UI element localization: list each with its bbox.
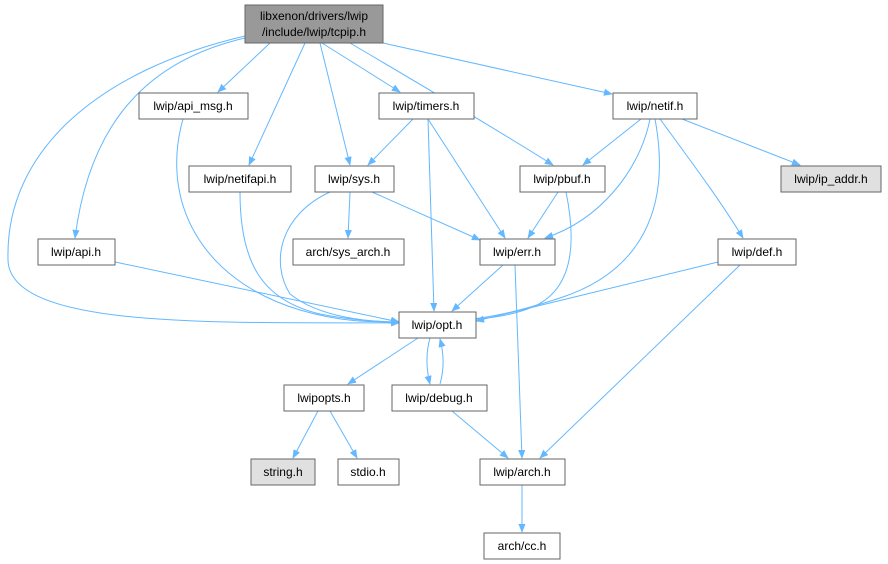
- node-opt-h[interactable]: lwip/opt.h: [398, 311, 477, 339]
- node-label: lwip/sys.h: [328, 172, 380, 186]
- edge-debug-arch: [451, 410, 509, 459]
- node-pbuf-h[interactable]: lwip/pbuf.h: [519, 165, 606, 193]
- edge-pbuf-err: [527, 191, 559, 239]
- node-api-h[interactable]: lwip/api.h: [37, 238, 116, 266]
- node-sys-arch-h[interactable]: arch/sys_arch.h: [292, 238, 405, 266]
- edge-tcpip-netif: [382, 42, 613, 96]
- node-label: arch/cc.h: [498, 539, 547, 553]
- edge-tcpip-api: [72, 37, 246, 239]
- edge-netif-err: [544, 118, 651, 239]
- edge-netif-def: [659, 118, 744, 239]
- node-lwipopts-h[interactable]: lwipopts.h: [283, 384, 365, 412]
- node-label: lwip/api.h: [51, 245, 101, 259]
- node-label-line-2: /include/lwip/tcpip.h: [262, 25, 366, 39]
- node-sys-h[interactable]: lwip/sys.h: [314, 165, 395, 193]
- node-err-h[interactable]: lwip/err.h: [479, 238, 556, 266]
- node-label: lwip/opt.h: [412, 318, 463, 332]
- edge-tcpip-opt: [7, 35, 400, 327]
- node-stdio-h[interactable]: stdio.h: [337, 458, 400, 486]
- edge-opt-debug: [424, 337, 432, 385]
- node-debug-h[interactable]: lwip/debug.h: [391, 384, 488, 412]
- node-label: lwip/timers.h: [393, 99, 460, 113]
- edge-netif-pbuf: [582, 118, 642, 166]
- node-api-msg-h[interactable]: lwip/api_msg.h: [138, 92, 249, 120]
- node-label: lwip/netifapi.h: [204, 172, 277, 186]
- node-label: string.h: [263, 465, 302, 479]
- edge-netif-opt: [461, 118, 660, 324]
- node-netif-h[interactable]: lwip/netif.h: [612, 92, 698, 120]
- node-string-h[interactable]: string.h: [250, 458, 316, 486]
- node-label: lwip/def.h: [732, 245, 783, 259]
- node-label: lwip/arch.h: [493, 465, 550, 479]
- edge-lwipopts-string: [292, 410, 319, 459]
- edge-tcpip-api-msg: [217, 42, 271, 93]
- node-label: stdio.h: [350, 465, 385, 479]
- node-label: lwipopts.h: [297, 391, 350, 405]
- edge-err-opt: [451, 264, 504, 312]
- node-tcpip-h: libxenon/drivers/lwip /include/lwip/tcpi…: [244, 4, 384, 44]
- node-label-line-1: libxenon/drivers/lwip: [260, 9, 368, 23]
- edge-sys-opt: [279, 191, 400, 326]
- node-cc-h[interactable]: arch/cc.h: [483, 532, 561, 560]
- node-ip-addr-h[interactable]: lwip/ip_addr.h: [780, 165, 882, 193]
- node-label: lwip/debug.h: [405, 391, 472, 405]
- edge-tcpip-timers: [321, 42, 401, 93]
- edge-lwipopts-stdio: [329, 410, 358, 459]
- edge-def-arch: [539, 264, 741, 459]
- edge-err-arch: [514, 264, 526, 459]
- edge-timers-err: [427, 118, 506, 239]
- edge-debug-opt: [438, 338, 446, 385]
- edge-opt-lwipopts: [347, 337, 419, 385]
- node-label: lwip/pbuf.h: [533, 172, 590, 186]
- edge-api-msg-opt: [176, 118, 400, 326]
- node-label: lwip/ip_addr.h: [794, 172, 867, 186]
- edge-api-opt: [114, 261, 400, 324]
- node-netifapi-h[interactable]: lwip/netifapi.h: [188, 165, 292, 193]
- edge-timers-opt: [427, 118, 438, 312]
- node-def-h[interactable]: lwip/def.h: [717, 238, 797, 266]
- node-label: lwip/netif.h: [627, 99, 684, 113]
- edge-sys-err: [371, 191, 481, 241]
- edge-sys-sys-arch: [344, 191, 352, 239]
- edge-def-opt: [475, 261, 719, 323]
- node-label: lwip/err.h: [493, 245, 541, 259]
- edge-netif-ip-addr: [681, 118, 801, 166]
- edge-timers-sys: [367, 118, 414, 166]
- node-label: arch/sys_arch.h: [306, 245, 391, 259]
- edge-tcpip-sys: [319, 42, 352, 166]
- dependency-edges: [7, 35, 801, 533]
- node-label: lwip/api_msg.h: [153, 99, 232, 113]
- node-arch-h[interactable]: lwip/arch.h: [479, 458, 566, 486]
- edge-tcpip-netifapi: [248, 42, 306, 166]
- file-nodes: libxenon/drivers/lwip /include/lwip/tcpi…: [37, 4, 882, 560]
- node-timers-h[interactable]: lwip/timers.h: [378, 92, 475, 120]
